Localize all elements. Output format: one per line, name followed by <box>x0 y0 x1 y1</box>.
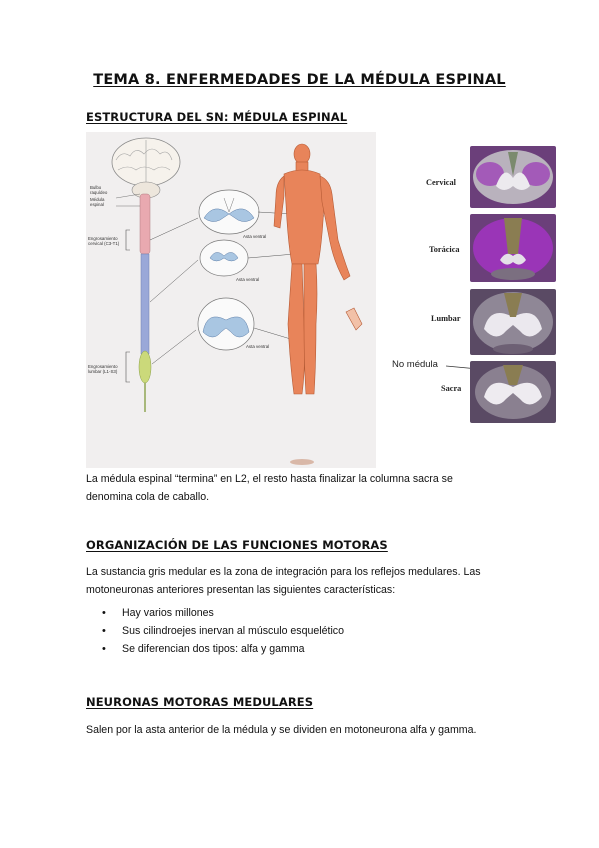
paragraph-line: denomina cola de caballo. <box>86 491 210 503</box>
label-no-medula: No médula <box>392 359 438 370</box>
cross-section-lumbar <box>197 297 255 351</box>
paragraph-line: La sustancia gris medular es la zona de … <box>86 566 481 578</box>
paragraph-line: motoneuronas anteriores presentan las si… <box>86 584 396 596</box>
cross-section-image-cervical <box>470 146 556 208</box>
paragraph-cola-de-caballo: La médula espinal “termina” en L2, el re… <box>86 470 511 506</box>
cord-thoracic <box>140 253 150 355</box>
characteristics-list: Hay varios millones Sus cilindroejes ine… <box>100 604 344 658</box>
list-item: Se diferencian dos tipos: alfa y gamma <box>100 640 344 658</box>
label-medula: Médula espinal <box>90 197 105 207</box>
document-title: TEMA 8. ENFERMEDADES DE LA MÉDULA ESPINA… <box>93 72 506 88</box>
label-bulbo: Bulbo raquídeo <box>90 185 108 195</box>
section-heading-organizacion: ORGANIZACIÓN DE LAS FUNCIONES MOTORAS <box>86 538 388 552</box>
section-heading-neuronas: NEURONAS MOTORAS MEDULARES <box>86 695 314 709</box>
cord-lumbar <box>138 350 152 384</box>
label-asta-ventral-1: Asta ventral <box>243 234 267 239</box>
label-engrosamiento-cervical: Engrosamiento cervical (C3-T1) <box>88 236 120 246</box>
label-engrosamiento-lumbar: Engrosamiento lumbar (L1-S3) <box>88 364 118 374</box>
label-sacra: Sacra <box>441 384 462 393</box>
paragraph-sustancia-gris: La sustancia gris medular es la zona de … <box>86 563 511 599</box>
cross-section-thoracic <box>199 239 249 277</box>
muscular-figure <box>273 143 363 395</box>
cord-cervical <box>139 193 151 255</box>
label-cervical: Cervical <box>426 178 456 187</box>
label-lumbar: Lumbar <box>431 314 461 323</box>
list-item: Hay varios millones <box>100 604 344 622</box>
cross-section-image-lumbar <box>470 289 556 355</box>
label-toracica: Torácica <box>429 245 460 254</box>
list-item: Sus cilindroejes inervan al músculo esqu… <box>100 622 344 640</box>
brain-drawing <box>111 137 181 199</box>
spinal-cord-figure: Bulbo raquídeo Médula espinal Engrosamie… <box>86 132 386 472</box>
paragraph-line: La médula espinal “termina” en L2, el re… <box>86 473 453 485</box>
section-heading-estructura: ESTRUCTURA DEL SN: MÉDULA ESPINAL <box>86 110 348 124</box>
label-asta-ventral-2: Asta ventral <box>236 277 260 282</box>
spinal-cord-diagram <box>111 137 363 465</box>
paragraph-neuronas: Salen por la asta anterior de la médula … <box>86 724 477 736</box>
cross-section-image-sacra <box>470 361 556 423</box>
label-asta-ventral-3: Asta ventral <box>246 344 270 349</box>
cross-section-cervical <box>198 189 260 235</box>
cross-section-image-toracica <box>470 214 556 282</box>
